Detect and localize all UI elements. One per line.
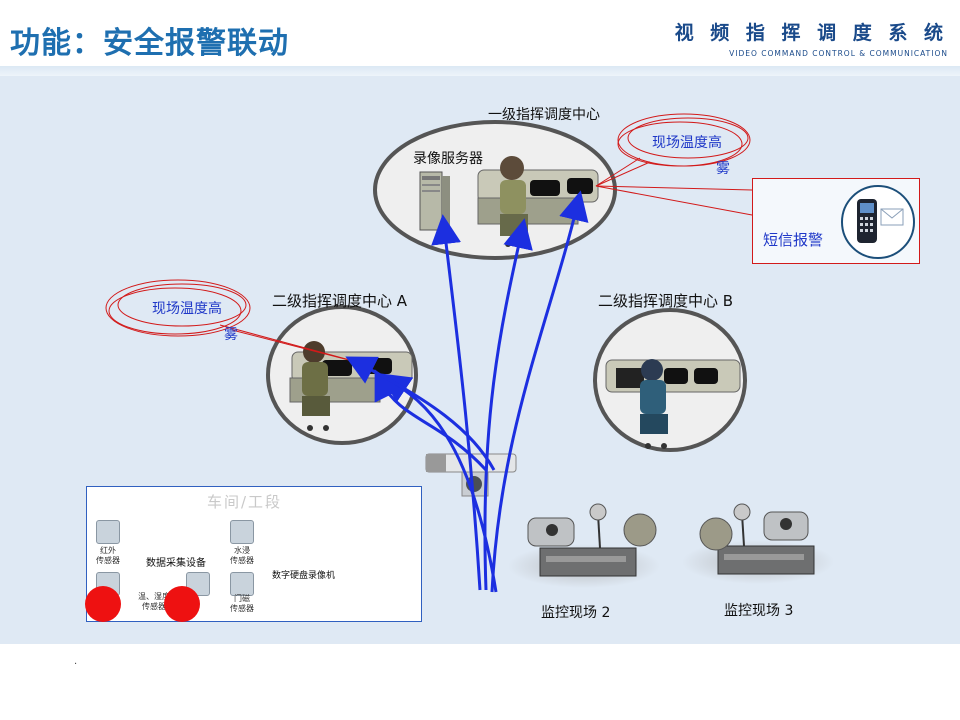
footer-dot: . (74, 656, 78, 667)
network-links (345, 190, 589, 593)
sms-alarm-label: 短信报警 (763, 231, 824, 249)
alarm-indicator-dot (164, 586, 200, 622)
alarm-lines-top (595, 157, 753, 216)
record-server-icon (419, 171, 450, 232)
site2-equipment-icon (508, 503, 660, 588)
alarm-bubble-top (617, 113, 751, 167)
brand-name-en: VIDEO COMMAND CONTROL & COMMUNICATION (729, 49, 948, 58)
dvr-label: 数字硬盘录像机 (272, 571, 336, 581)
alarm-left-line1: 现场温度高 (152, 301, 222, 317)
brand-logo: 视 频 指 挥 调 度 系 统 VIDEO COMMAND CONTROL & … (675, 18, 948, 58)
workshop-panel: 车间/工段 (86, 486, 422, 622)
alarm-left-line2: 雾 (224, 327, 238, 343)
infrared-sensor-icon (96, 520, 120, 544)
workshop-title: 车间/工段 (207, 493, 283, 511)
site3-label: 监控现场 3 (724, 603, 794, 619)
page-title: 功能：安全报警联动 (10, 26, 289, 61)
brand-name-cn: 视 频 指 挥 调 度 系 统 (674, 22, 948, 44)
level2b-console-icon (605, 359, 741, 449)
level2b-center-label: 二级指挥调度中心 B (598, 292, 734, 310)
door-sensor-label: 门磁 传感器 (230, 594, 254, 613)
alarm-top-line1: 现场温度高 (652, 135, 722, 151)
door-sensor-icon (230, 572, 254, 596)
data-collector-label: 数据采集设备 (146, 558, 206, 569)
alarm-indicator-dot (85, 586, 121, 622)
temp-humidity-sensor-label: 温、湿度 传感器 (138, 592, 170, 611)
site3-equipment-icon (682, 503, 834, 584)
water-sensor-icon (230, 520, 254, 544)
alarm-top-line2: 雾 (716, 161, 730, 177)
site2-label: 监控现场 2 (541, 605, 611, 621)
sms-alarm-box: 短信报警 (752, 178, 920, 264)
infrared-sensor-label: 红外 传感器 (96, 546, 120, 565)
water-sensor-label: 水浸 传感器 (230, 546, 254, 565)
level1-center-label: 一级指挥调度中心 (488, 107, 600, 123)
record-server-label: 录像服务器 (413, 151, 483, 167)
header-divider (0, 66, 960, 76)
level2a-center-label: 二级指挥调度中心 A (272, 292, 408, 310)
alarm-bubble-left (105, 279, 251, 337)
phone-message-icon (841, 185, 915, 259)
